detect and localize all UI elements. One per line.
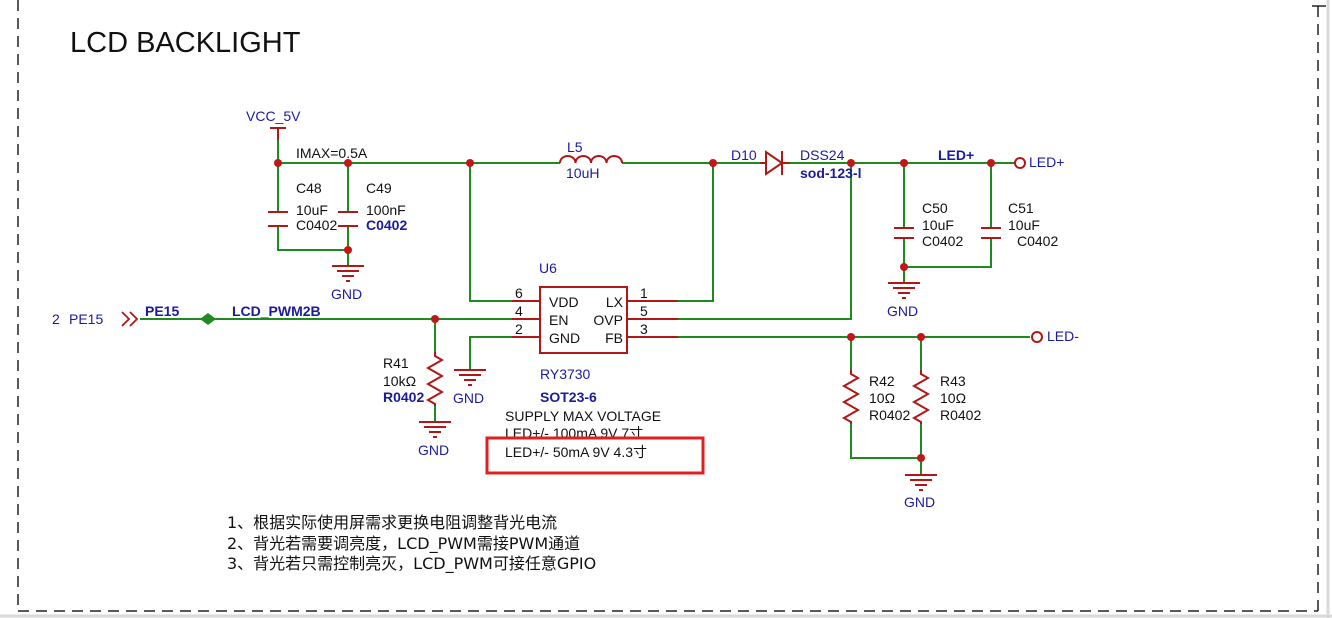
- gnd-symbol-c50-c51: GND: [887, 282, 920, 319]
- capacitor-c49: C49 100nF C0402: [338, 180, 407, 233]
- r43-value: 10Ω: [940, 390, 966, 406]
- l5-ref: L5: [567, 139, 583, 155]
- supply-heading: SUPPLY MAX VOLTAGE: [505, 408, 661, 424]
- u6-pin-name-ovp: OVP: [593, 312, 623, 328]
- vcc-label: VCC_5V: [246, 108, 301, 124]
- gnd-symbol-r41: GND: [418, 421, 451, 458]
- note-2: 2、背光若需要调亮度，LCD_PWM需接PWM通道: [227, 534, 580, 554]
- inductor-l5: L5 10uH: [559, 139, 623, 181]
- c49-package: C0402: [366, 217, 407, 233]
- resistor-r42: R42 10Ω R0402: [841, 370, 910, 424]
- u6-pin-name-en: EN: [549, 312, 568, 328]
- led-plus-port: LED+: [1014, 154, 1064, 170]
- gnd-label-1: GND: [331, 286, 362, 302]
- r41-package: R0402: [383, 389, 424, 405]
- u6-pin-name-lx: LX: [606, 294, 624, 310]
- capacitor-c50: C50 10uF C0402: [894, 200, 963, 249]
- imax-label: IMAX=0.5A: [296, 145, 368, 161]
- c51-package: C0402: [1017, 233, 1058, 249]
- c51-ref: C51: [1008, 200, 1034, 216]
- supply-line-2: LED+/- 50mA 9V 4.3寸: [505, 444, 647, 460]
- note-1: 1、根据实际使用屏需求更换电阻调整背光电流: [227, 513, 557, 532]
- u6-pin-name-vdd: VDD: [549, 294, 579, 310]
- sheet-title: LCD BACKLIGHT: [70, 27, 301, 59]
- gnd-label-3: GND: [453, 390, 484, 406]
- gnd-symbol-r42-r43: GND: [904, 474, 937, 510]
- c51-value: 10uF: [1008, 217, 1040, 233]
- u6-pin-name-fb: FB: [605, 330, 623, 346]
- c49-ref: C49: [366, 180, 392, 196]
- r42-package: R0402: [869, 407, 910, 423]
- port-sheet-number: 2: [52, 311, 60, 327]
- capacitor-c51: C51 10uF C0402: [981, 200, 1058, 249]
- r43-ref: R43: [940, 373, 966, 389]
- pe15-port: 2 PE15 PE15 LCD_PWM2B: [52, 303, 321, 327]
- c48-ref: C48: [296, 180, 322, 196]
- u6-pin-num-lx: 1: [640, 285, 648, 301]
- led-minus-port: LED-: [1031, 328, 1079, 344]
- c50-package: C0402: [922, 233, 963, 249]
- r41-value: 10kΩ: [383, 373, 416, 389]
- capacitor-c48: C48 10uF C0402: [268, 180, 337, 233]
- u6-part: RY3730: [540, 366, 591, 382]
- pe15-net-label: PE15: [145, 303, 179, 319]
- design-notes: 1、根据实际使用屏需求更换电阻调整背光电流 2、背光若需要调亮度，LCD_PWM…: [227, 513, 596, 574]
- led-minus-port-label: LED-: [1047, 328, 1079, 344]
- ic-u6: U6 6 4 2 VDD EN GND LX OVP FB 1 5 3 RY37…: [512, 260, 678, 405]
- resistor-r43: R43 10Ω R0402: [911, 370, 981, 424]
- u6-pin-name-gnd: GND: [549, 330, 580, 346]
- diode-d10: D10 DSS24 sod-123-l: [731, 147, 861, 181]
- u6-pin-num-gnd: 2: [515, 321, 523, 337]
- vcc-power-symbol: VCC_5V: [246, 108, 301, 140]
- note-3: 3、背光若只需控制亮灭，LCD_PWM可接任意GPIO: [227, 554, 596, 574]
- c50-ref: C50: [922, 200, 948, 216]
- supply-max-voltage-block: SUPPLY MAX VOLTAGE LED+/- 100mA 9V 7寸 LE…: [485, 408, 705, 475]
- u6-pin-num-vdd: 6: [515, 285, 523, 301]
- r42-ref: R42: [869, 373, 895, 389]
- wires: [140, 140, 1030, 475]
- u6-package: SOT23-6: [540, 389, 597, 405]
- port-name: PE15: [69, 311, 103, 327]
- junctions: [274, 159, 995, 462]
- gnd-symbol-c48-c49: GND: [331, 265, 364, 302]
- c50-value: 10uF: [922, 217, 954, 233]
- gnd-label-2: GND: [887, 303, 918, 319]
- c48-value: 10uF: [296, 202, 328, 218]
- c49-value: 100nF: [366, 202, 406, 218]
- u6-pin-num-ovp: 5: [640, 303, 648, 319]
- d10-ref: D10: [731, 147, 757, 163]
- led-plus-port-label: LED+: [1029, 154, 1064, 170]
- gnd-label-4: GND: [418, 442, 449, 458]
- c48-package: C0402: [296, 217, 337, 233]
- r42-value: 10Ω: [869, 390, 895, 406]
- gnd-symbol-u6: GND: [453, 369, 486, 406]
- supply-highlight-box: [485, 436, 705, 475]
- led-plus-net-label: LED+: [938, 147, 974, 163]
- pwm-net-label: LCD_PWM2B: [232, 303, 321, 319]
- d10-package: sod-123-l: [800, 165, 861, 181]
- resistor-r41: R41 10kΩ R0402: [383, 352, 445, 406]
- r43-package: R0402: [940, 407, 981, 423]
- l5-value: 10uH: [566, 165, 599, 181]
- u6-pin-num-en: 4: [515, 303, 523, 319]
- u6-ref: U6: [539, 260, 557, 276]
- r41-ref: R41: [383, 355, 409, 371]
- gnd-label-5: GND: [904, 494, 935, 510]
- d10-part: DSS24: [800, 147, 845, 163]
- u6-pin-num-fb: 3: [640, 321, 648, 337]
